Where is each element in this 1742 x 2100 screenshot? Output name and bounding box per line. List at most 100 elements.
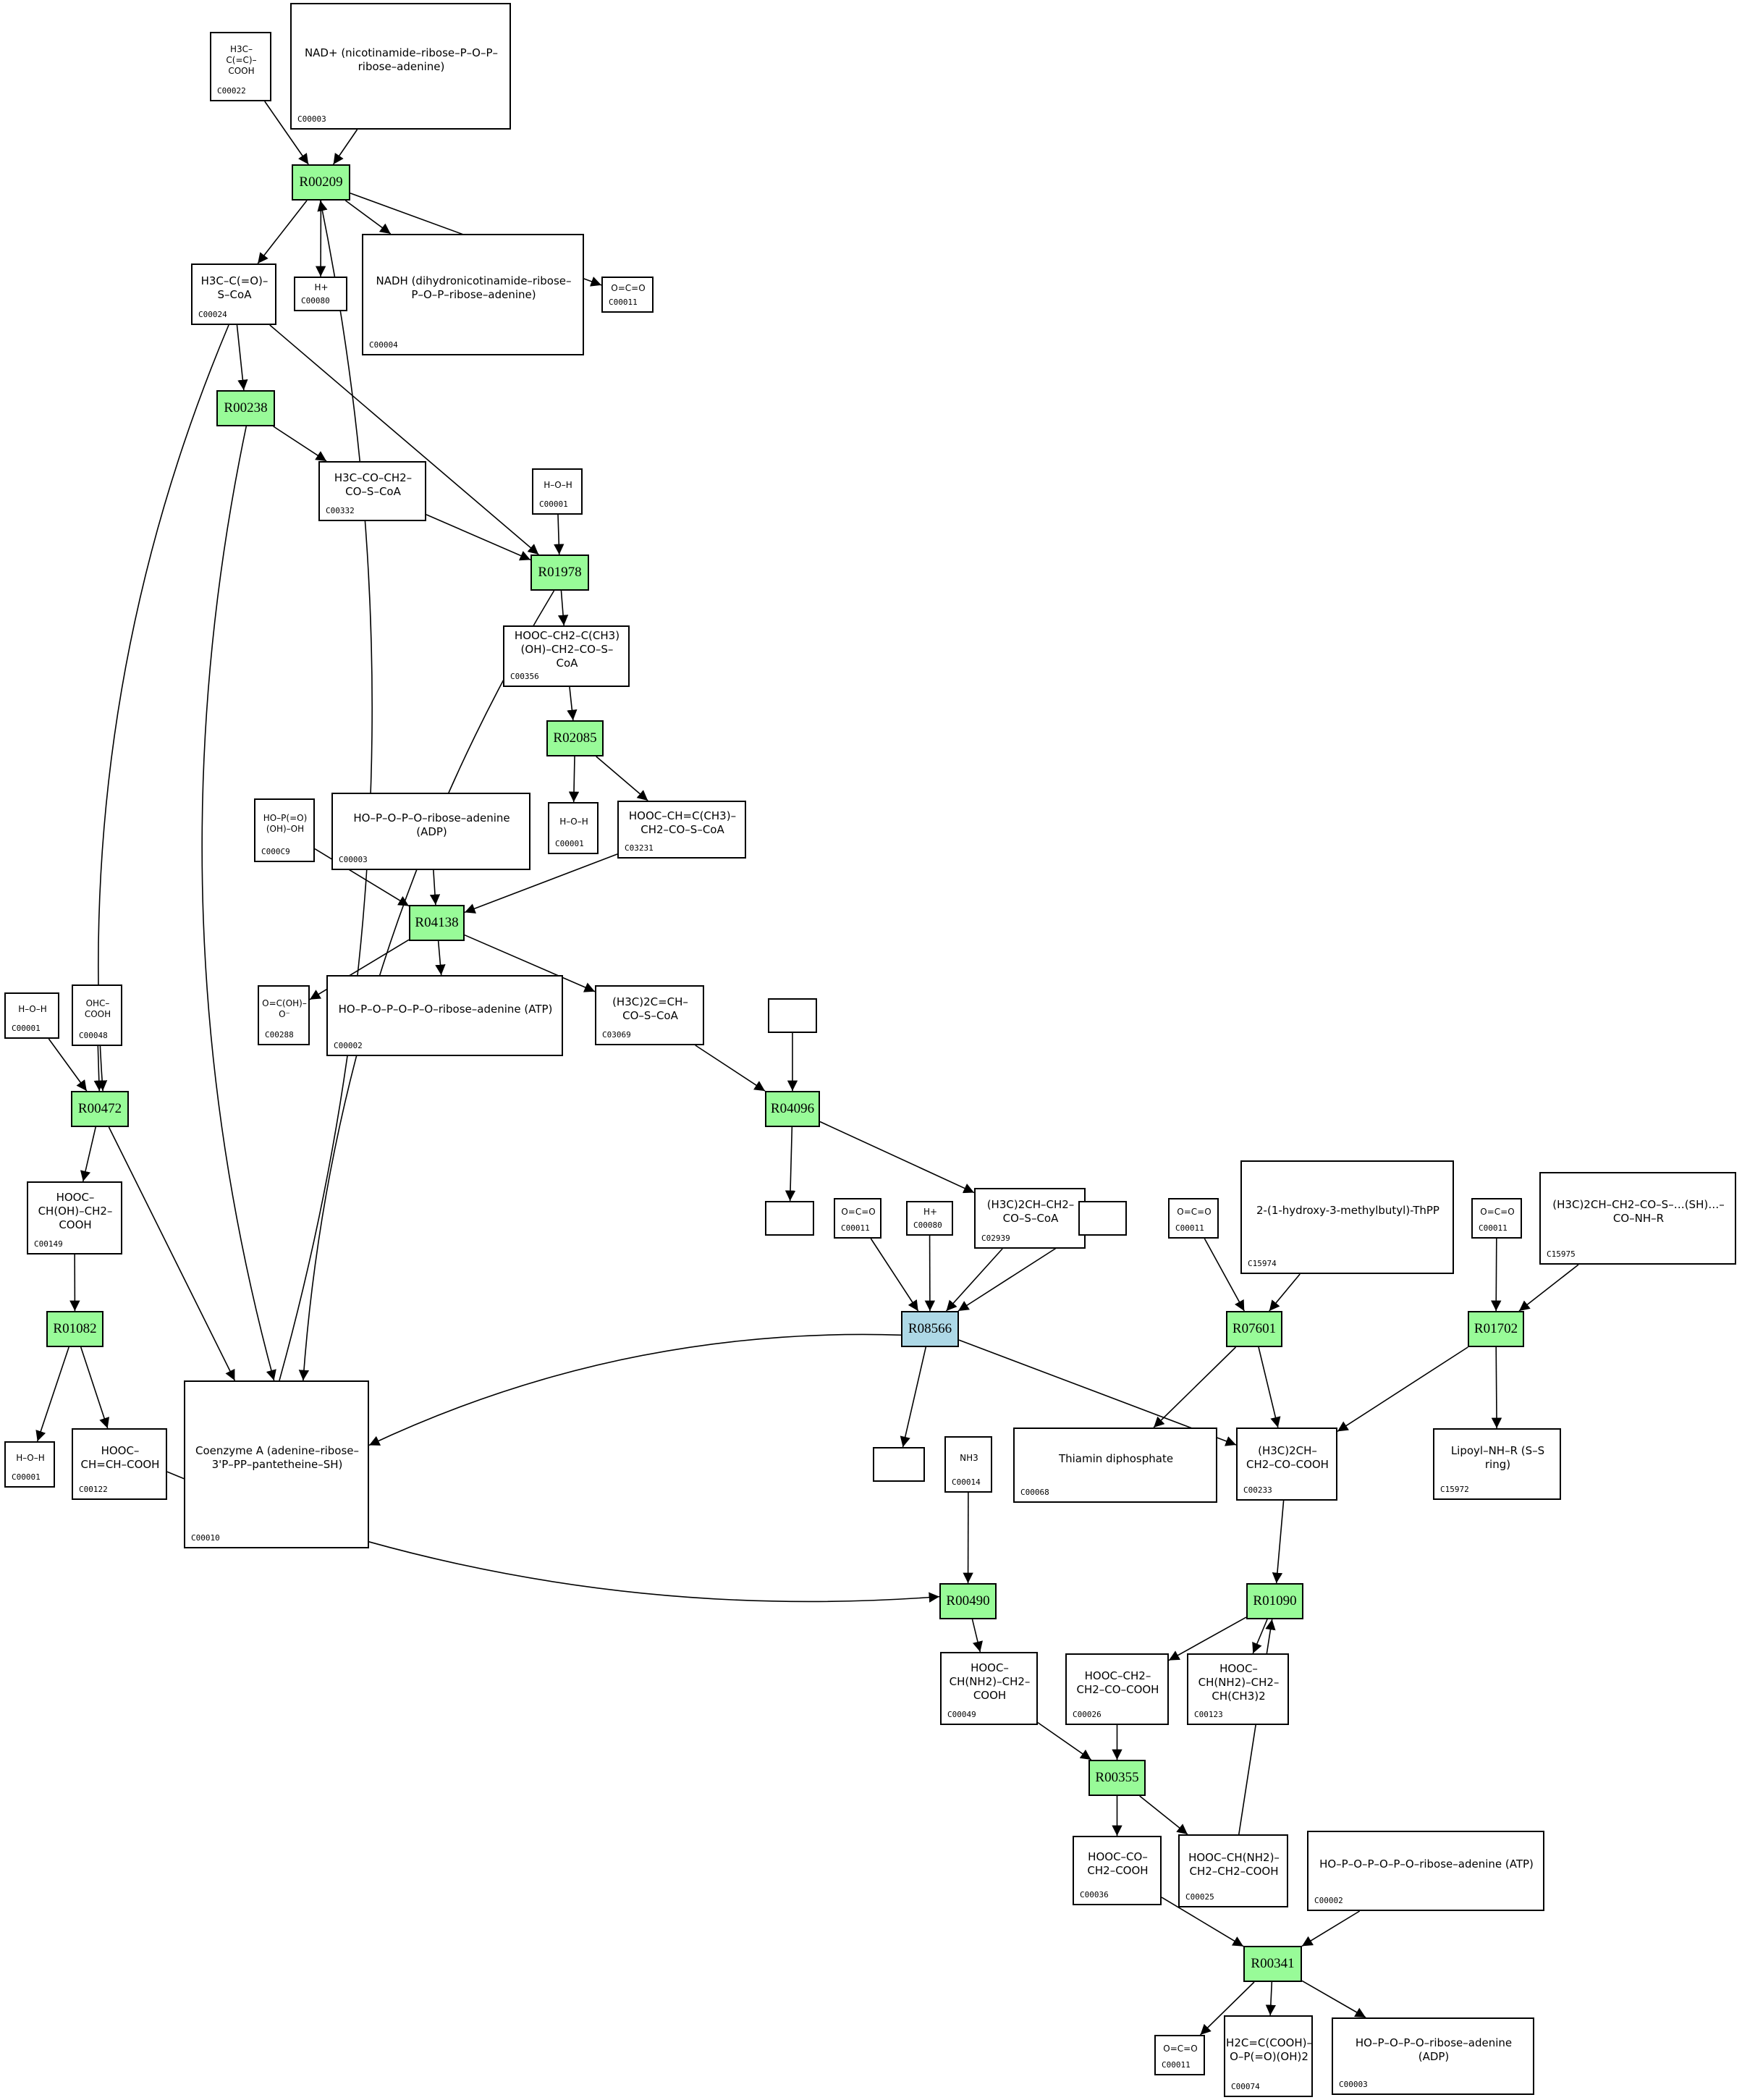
edge-c00011d-to-r01702: [1491, 1238, 1502, 1312]
reaction-node-r01978[interactable]: R01978: [530, 554, 589, 591]
compound-node-c00004[interactable]: NADH (dihydronicotinamide–ribose–P–O–P–r…: [362, 234, 584, 355]
compound-node-c00003[interactable]: HO–P–O–P–O–ribose–adenine (ADP)C00003: [331, 793, 530, 870]
reaction-node-r00209[interactable]: R00209: [292, 164, 350, 201]
reaction-node-r01702[interactable]: R01702: [1468, 1311, 1524, 1347]
compound-node-empty[interactable]: [873, 1447, 925, 1482]
reaction-node-r00472[interactable]: R00472: [71, 1091, 129, 1127]
reaction-node-r08566[interactable]: R08566: [901, 1311, 959, 1347]
structure-formula: HOOC–CH2–CH2–CO–COOH: [1076, 1669, 1159, 1696]
structure-formula: HO–P–O–P–O–ribose–adenine (ADP): [1355, 2036, 1515, 2063]
compound-id-label: C00080: [301, 296, 330, 305]
reaction-node-r00238[interactable]: R00238: [216, 390, 275, 426]
edge-r01978-to-c00010: [298, 590, 555, 1381]
structure-formula: (H3C)2CH–CH2–CO–COOH: [1246, 1443, 1329, 1471]
compound-node-c00010[interactable]: Coenzyme A (adenine–ribose–3'P–PP–pantet…: [184, 1380, 369, 1548]
structure-formula: NADH (dihydronicotinamide–ribose–P–O–P–r…: [376, 274, 572, 301]
edge-r00341-to-c00011e: [1199, 1981, 1255, 2036]
edge-r07601-to-c00068: [1153, 1346, 1237, 1428]
edge-r00209-to-c00024: [257, 200, 308, 264]
structure-formula: O=C=O: [611, 282, 646, 293]
structure-formula: O=C=O: [1177, 1206, 1212, 1217]
compound-node-c00002[interactable]: HO–P–O–P–O–P–O–ribose–adenine (ATP)C0000…: [326, 975, 563, 1056]
edge-c03231-to-r04138: [464, 853, 618, 914]
compound-node-empty[interactable]: [765, 1201, 814, 1236]
structure-formula: Thiamin diphosphate: [1058, 1451, 1174, 1465]
structure-formula: H2C=C(COOH)–O–P(=O)(OH)2: [1226, 2036, 1312, 2063]
reaction-node-r00355[interactable]: R00355: [1088, 1760, 1146, 1796]
compound-node-c00002[interactable]: HO–P–O–P–O–P–O–ribose–adenine (ATP)C0000…: [1307, 1831, 1544, 1911]
compound-id-label: C15974: [1248, 1259, 1277, 1268]
edge-c00049-to-r00355: [1037, 1721, 1092, 1760]
edge-r08566-to-blank4: [900, 1346, 927, 1448]
reaction-node-r01082[interactable]: R01082: [46, 1311, 103, 1347]
compound-node-c00288[interactable]: O=C(OH)–O⁻C00288: [258, 985, 310, 1045]
structure-formula: O=C=O: [841, 1206, 876, 1217]
compound-id-label: C00003: [297, 114, 326, 124]
reaction-node-r01090[interactable]: R01090: [1246, 1583, 1303, 1619]
compound-id-label: C00080: [913, 1220, 942, 1230]
reaction-node-r00490[interactable]: R00490: [939, 1583, 997, 1619]
compound-id-label: C00002: [334, 1041, 363, 1050]
reaction-node-r00341[interactable]: R00341: [1243, 1946, 1302, 1982]
structure-formula: HOOC–CH=C(CH3)–CH2–CO–S–CoA: [628, 809, 737, 836]
structure-formula: HOOC–CH(NH2)–CH2–CH2–COOH: [1188, 1850, 1280, 1878]
edge-r04096-to-blank2: [785, 1126, 796, 1202]
compound-node-empty[interactable]: [1078, 1201, 1127, 1236]
reaction-node-r02085[interactable]: R02085: [546, 720, 604, 756]
compound-node-c00003[interactable]: NAD+ (nicotinamide–ribose–P–O–P–ribose–a…: [290, 3, 511, 130]
structure-formula: HOOC–CH(NH2)–CH2–CH(CH3)2: [1198, 1662, 1280, 1703]
compound-node-empty[interactable]: [768, 998, 817, 1033]
reaction-node-r04138[interactable]: R04138: [409, 905, 465, 941]
reaction-node-r07601[interactable]: R07601: [1226, 1311, 1282, 1347]
compound-node-c00080[interactable]: H+C00080: [294, 277, 347, 311]
compound-node-c00080[interactable]: H+ C00080: [906, 1201, 953, 1236]
structure-formula: H–O–H: [559, 816, 588, 827]
edge-r00472-to-c00149: [80, 1126, 96, 1182]
structure-formula: HO–P–O–P–O–ribose–adenine (ADP): [353, 811, 514, 838]
structure-formula: H3C–C(=O)–S–CoA: [200, 274, 269, 301]
edge-r00209-to-c00004: [344, 200, 392, 235]
edge-c00024-to-r00472: [96, 324, 229, 1092]
compound-id-label: C15975: [1547, 1249, 1576, 1259]
compound-node-c00003[interactable]: HO–P–O–P–O–ribose–adenine (ADP)C00003: [1332, 2017, 1534, 2095]
structure-formula: H+: [923, 1206, 938, 1217]
reaction-node-r04096[interactable]: R04096: [765, 1091, 820, 1127]
edge-c00001c-to-r00472: [48, 1038, 88, 1092]
edge-r04138-to-c00002a: [435, 940, 446, 976]
edge-r01702-to-c15972: [1491, 1346, 1502, 1429]
compound-node-c15972[interactable]: Lipoyl–NH–R (S–S ring)C15972: [1433, 1428, 1561, 1500]
structure-formula: OHC–COOH: [84, 998, 111, 1019]
compound-id-label: C00022: [217, 86, 246, 96]
